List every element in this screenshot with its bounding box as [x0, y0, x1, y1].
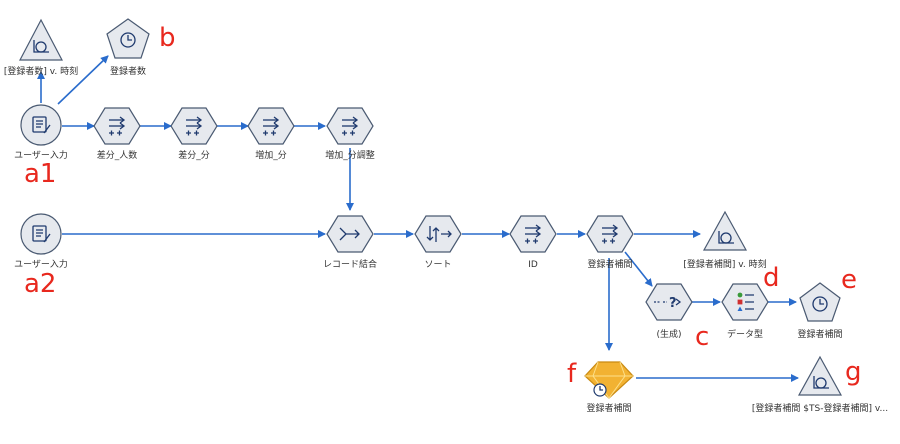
plot-icon — [813, 376, 829, 389]
time-plot-icon — [812, 296, 828, 312]
node-model-nugget[interactable]: 登録者補間 — [584, 361, 634, 414]
node-label: ユーザー入力 — [14, 149, 68, 161]
plot-icon — [33, 40, 49, 53]
node-label: (生成) — [656, 328, 681, 340]
node-label: [登録者補間 $TS-登録者補間] v... — [752, 402, 888, 414]
user-input-icon — [32, 116, 51, 134]
node-merge[interactable]: レコード結合 — [323, 215, 377, 270]
node-add-min[interactable]: 増加_分 — [247, 107, 295, 161]
node-label: 差分_分 — [178, 149, 210, 161]
node-label: ユーザー入力 — [14, 258, 68, 270]
edge-input1-to-count[interactable] — [57, 55, 109, 105]
type-icon — [737, 292, 754, 311]
annotation-e: e — [841, 265, 857, 295]
node-label: 増加_分 — [255, 149, 287, 161]
node-diff-people[interactable]: 差分_人数 — [93, 107, 141, 161]
node-label: ID — [528, 260, 538, 270]
node-interp[interactable]: 登録者補間 — [586, 215, 634, 270]
node-label: 登録者補間 — [586, 402, 631, 414]
node-label: ソート — [424, 260, 451, 270]
node-plot-g[interactable]: [登録者補間 $TS-登録者補間] v... — [752, 355, 888, 414]
node-label: [登録者数] v. 時刻 — [4, 65, 78, 77]
user-input-icon — [32, 225, 51, 243]
generated-icon: ? — [654, 296, 682, 311]
node-sort[interactable]: ソート — [414, 215, 462, 270]
node-user-input-1[interactable]: ユーザー入力 — [14, 104, 68, 161]
time-plot-icon — [120, 32, 136, 48]
node-label: レコード結合 — [323, 258, 377, 270]
edge-interp-to-gen[interactable] — [624, 251, 653, 287]
annotation-c: c — [695, 322, 709, 352]
node-label: 登録者補間 — [587, 258, 632, 270]
sort-icon — [426, 226, 452, 242]
node-id[interactable]: ID — [509, 215, 557, 270]
node-label: 登録者数 — [110, 65, 146, 77]
annotation-d: d — [763, 263, 780, 293]
plot-icon — [718, 231, 734, 244]
node-data-type[interactable]: データ型 — [721, 283, 769, 340]
annotation-g: g — [845, 357, 862, 387]
node-diff-min[interactable]: 差分_分 — [170, 107, 218, 161]
node-label: 登録者補間 — [797, 328, 842, 340]
annotation-f: f — [567, 359, 577, 389]
time-plot-icon — [593, 383, 607, 397]
node-interp-e[interactable]: 登録者補間 — [797, 282, 843, 340]
merge-icon — [339, 227, 360, 241]
node-count-top[interactable]: 登録者数 — [106, 18, 150, 77]
node-label: 増加_分調整 — [325, 149, 375, 161]
annotation-a1: a1 — [24, 159, 56, 189]
annotation-a2: a2 — [24, 269, 56, 299]
edges — [37, 55, 799, 382]
node-add-adj[interactable]: 増加_分調整 — [325, 107, 375, 161]
annotation-b: b — [159, 23, 176, 53]
node-plot-top[interactable]: [登録者数] v. 時刻 — [4, 18, 78, 77]
node-label: [登録者補間] v. 時刻 — [683, 258, 766, 270]
node-label: 差分_人数 — [97, 149, 138, 161]
node-user-input-2[interactable]: ユーザー入力 — [14, 213, 68, 270]
question-glyph: ? — [669, 296, 677, 311]
node-plot-mid[interactable]: [登録者補間] v. 時刻 — [683, 210, 767, 270]
node-label: データ型 — [727, 328, 763, 340]
node-generated[interactable]: ? (生成) — [645, 283, 693, 340]
